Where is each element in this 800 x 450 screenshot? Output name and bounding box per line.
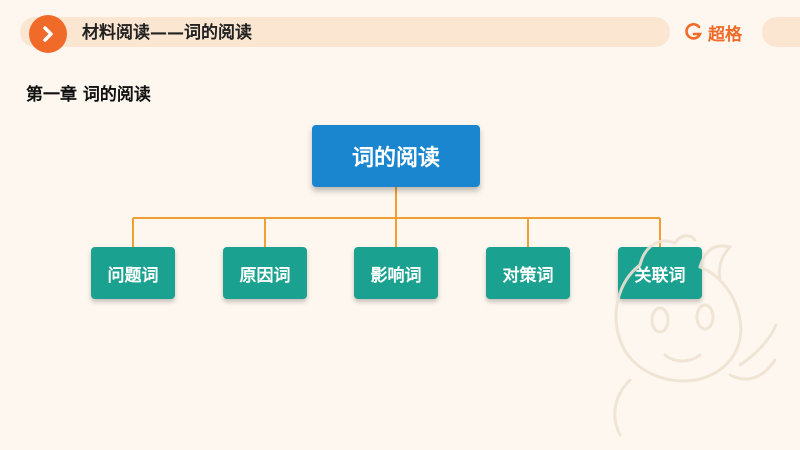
chevron-right-icon [43,26,53,42]
header-badge [29,15,67,53]
header-band-right [762,17,800,47]
brand-logo: 超格 [684,19,742,45]
diagram-node-cause-words: 原因词 [223,247,307,299]
brand-g-icon [685,23,702,40]
diagram-node-measure-words: 对策词 [486,247,570,299]
brand-logo-text: 超格 [708,24,742,45]
diagram-node-impact-words: 影响词 [354,247,438,299]
mascot-watermark [613,234,778,437]
diagram-node-problem-words: 问题词 [91,247,175,299]
section-title: 第一章 词的阅读 [26,85,151,105]
header-band [20,17,670,47]
header-title: 材料阅读——词的阅读 [82,23,252,43]
diagram-root-node: 词的阅读 [312,125,480,187]
